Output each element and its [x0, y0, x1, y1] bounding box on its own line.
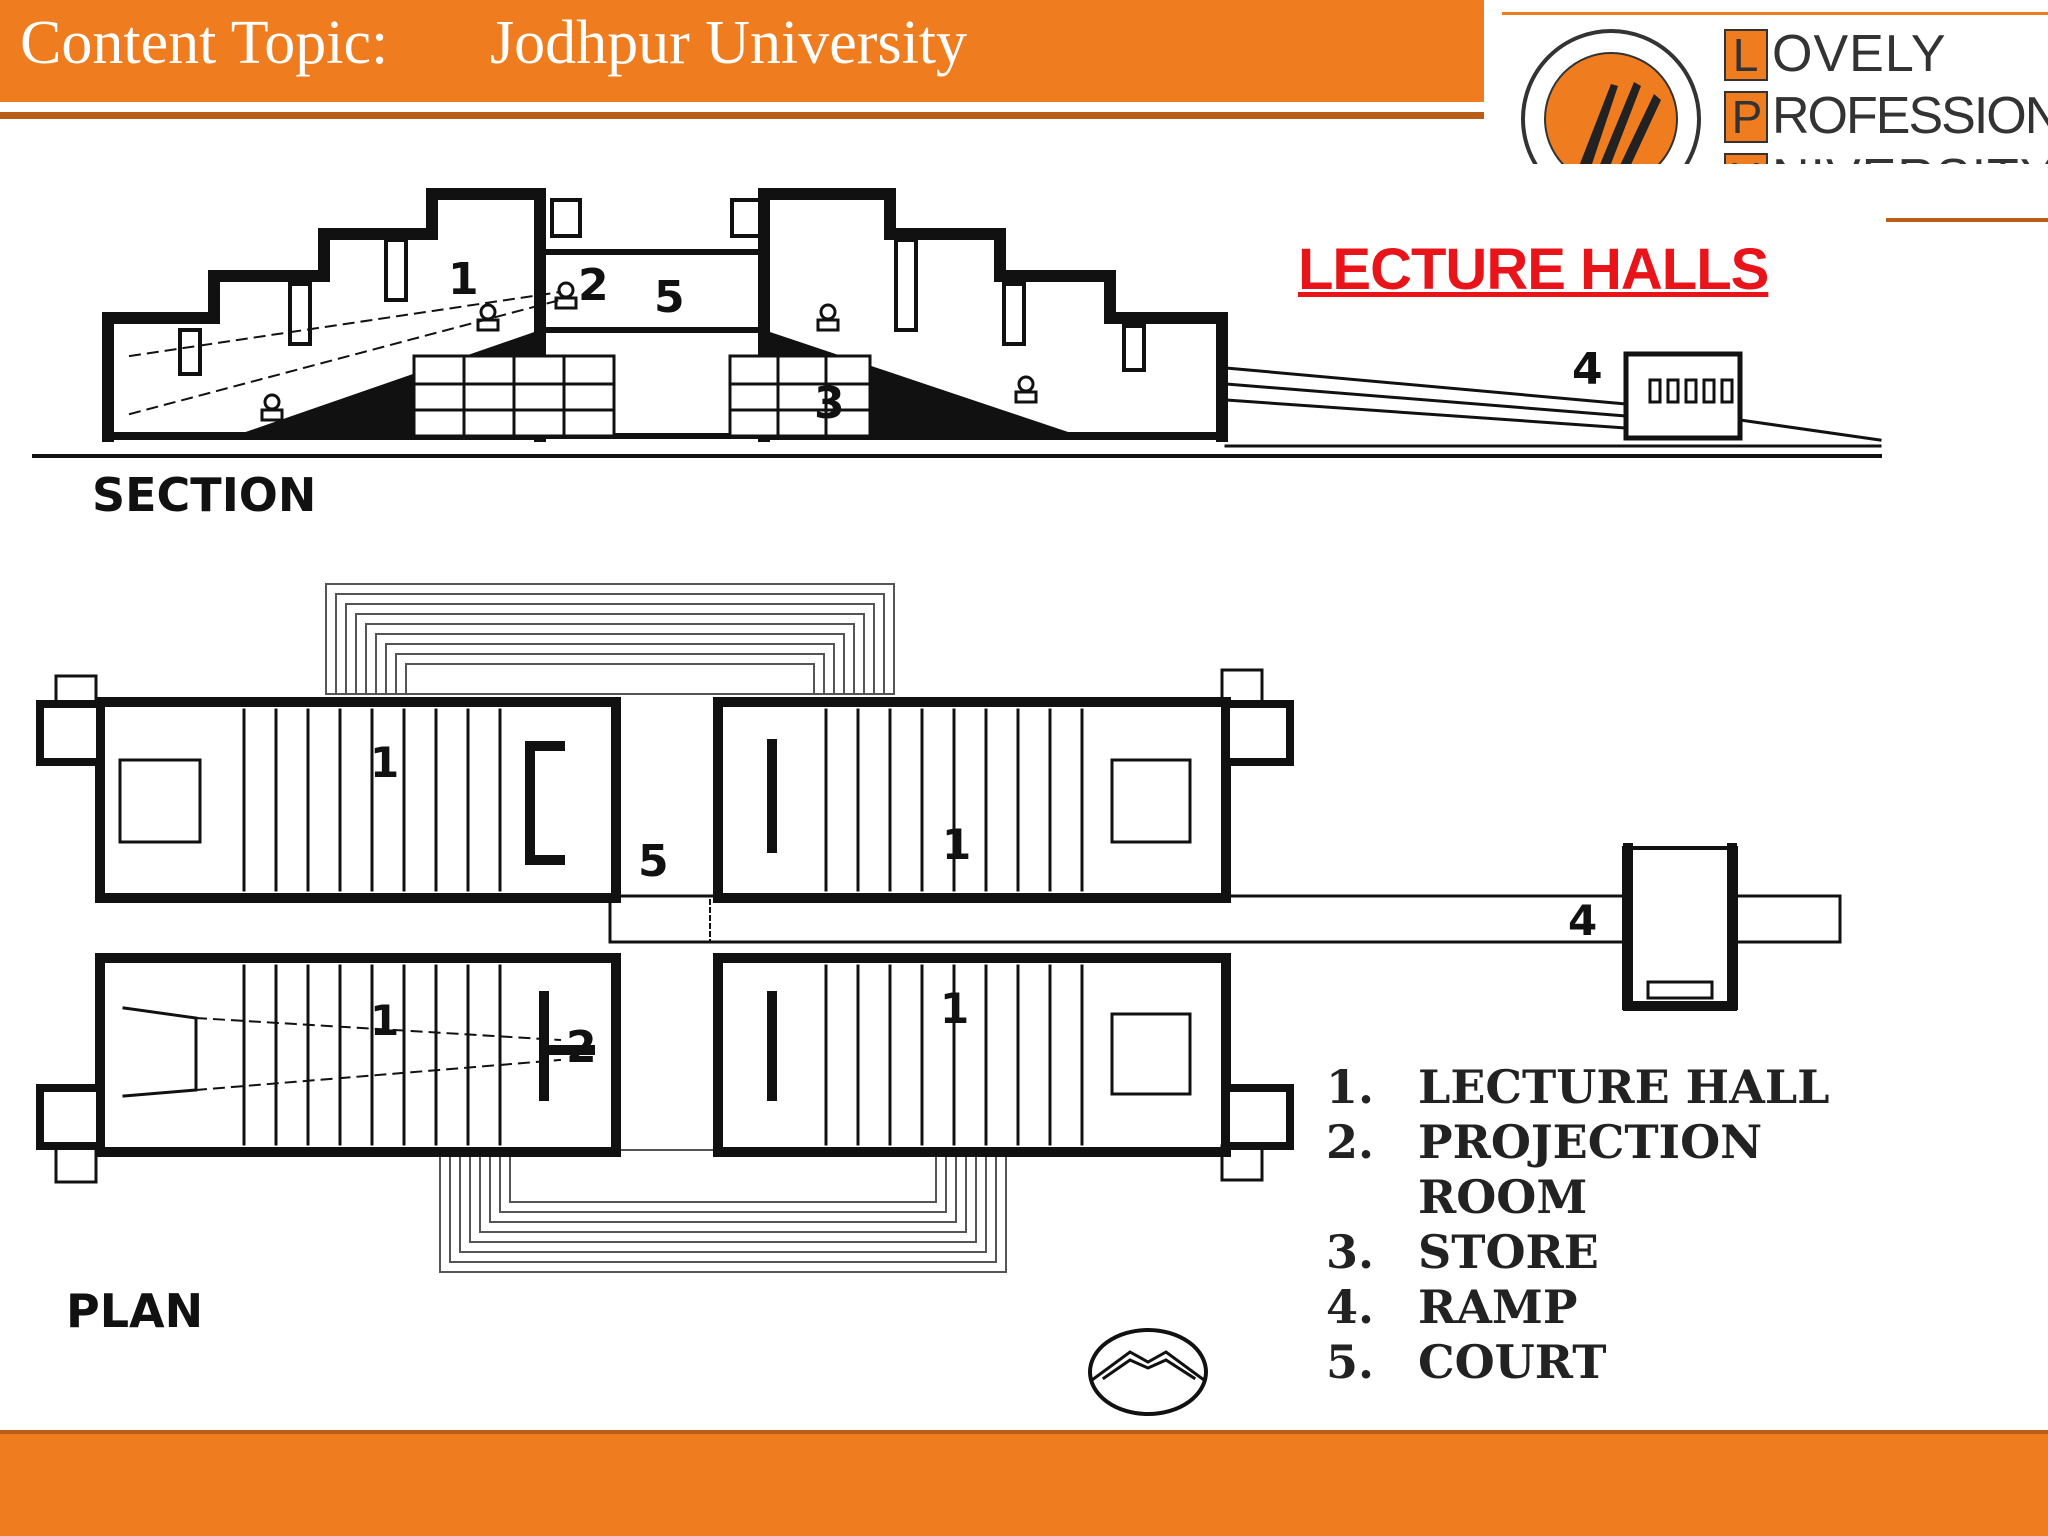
- section-marker-3: 3: [814, 378, 845, 429]
- logo-initial-l: L: [1724, 29, 1768, 81]
- legend-item: 2.PROJECTION: [1326, 1115, 1763, 1169]
- plan-marker-ramp: 4: [1568, 896, 1598, 945]
- plan-marker-hall-br: 1: [940, 984, 970, 1033]
- section-marker-2: 2: [578, 260, 609, 311]
- section-label: SECTION: [92, 468, 317, 522]
- logo-initial-p: P: [1724, 91, 1768, 143]
- header-bar: [0, 0, 1484, 102]
- logo-line2: ROFESSIONAL: [1772, 87, 2048, 145]
- legend-item: 1.LECTURE HALL: [1326, 1060, 1830, 1114]
- slide-title: LECTURE HALLS: [1298, 237, 1769, 302]
- legend-item: 3.STORE: [1326, 1225, 1599, 1279]
- header-rule: [0, 112, 1484, 119]
- legend-item: ROOM: [1418, 1170, 1588, 1224]
- plan-marker-hall-bl: 1: [370, 996, 400, 1045]
- section-marker-5: 5: [654, 272, 685, 323]
- header-title: Content Topic: Jodhpur University: [20, 8, 967, 79]
- plan-marker-hall-tl: 1: [370, 738, 400, 787]
- legend-item: 4.RAMP: [1326, 1280, 1578, 1334]
- section-marker-4: 4: [1572, 344, 1603, 395]
- logo-line1: OVELY: [1772, 25, 1947, 83]
- plan-marker-projection: 2: [566, 1022, 597, 1073]
- plan-marker-court: 5: [638, 836, 669, 887]
- legend-item: 5.COURT: [1326, 1335, 1607, 1389]
- footer-bar: [0, 1434, 2048, 1536]
- topic-value: Jodhpur University: [490, 9, 968, 77]
- topic-label: Content Topic:: [20, 9, 389, 77]
- section-marker-1: 1: [448, 254, 479, 305]
- plan-label: PLAN: [66, 1284, 204, 1338]
- logo-bottom-rule: [1886, 218, 2048, 222]
- logo-top-rule: [1502, 12, 2048, 15]
- plan-marker-hall-tr: 1: [942, 820, 972, 869]
- logo-initial-u: U: [1724, 153, 1768, 164]
- legend: 1.LECTURE HALL 2.PROJECTION ROOM 3.STORE…: [1326, 1060, 1830, 1390]
- logo-line3: NIVERSITY: [1772, 149, 2048, 164]
- seal-icon: [1521, 29, 1701, 164]
- footer-rule: [0, 1430, 2048, 1434]
